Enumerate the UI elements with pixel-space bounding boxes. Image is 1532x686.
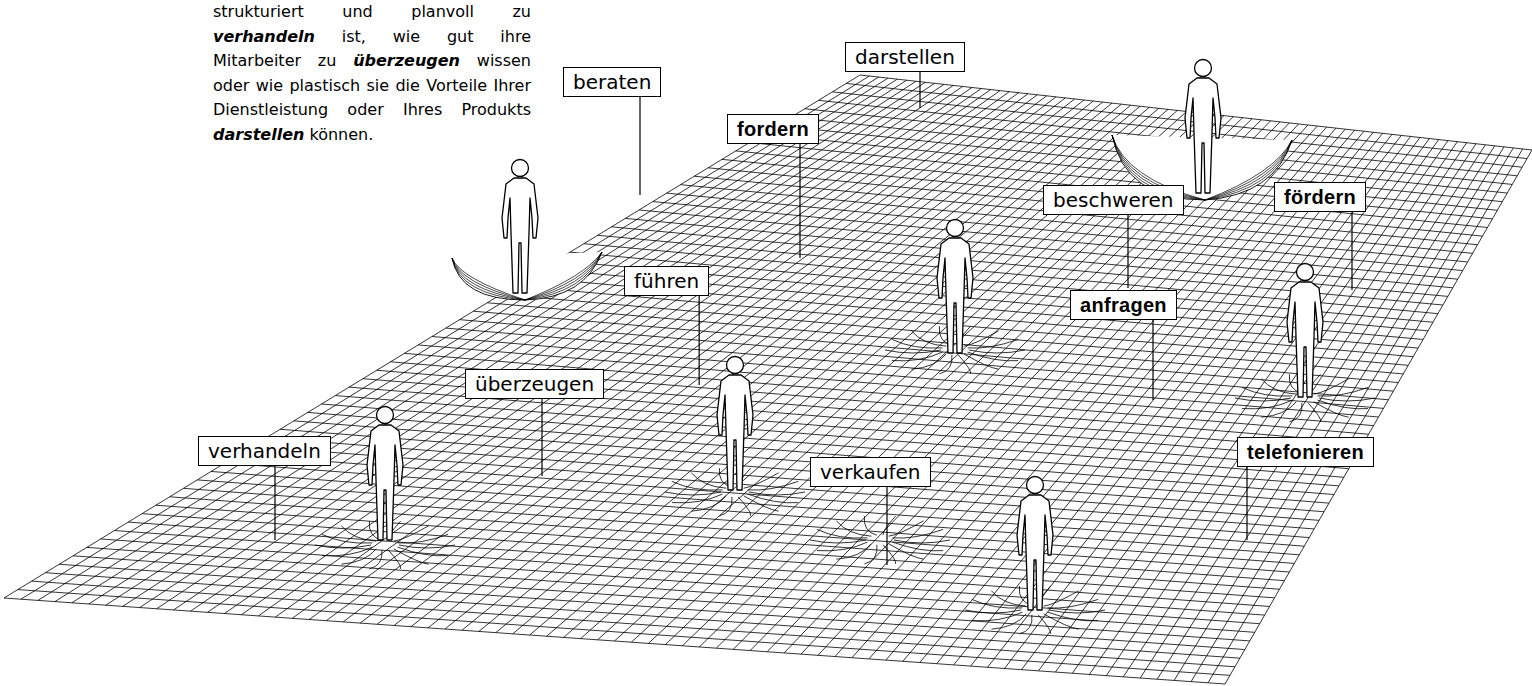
verb-box: telefonieren bbox=[1237, 437, 1374, 467]
person-figure bbox=[717, 357, 753, 491]
leader-line bbox=[274, 466, 275, 540]
person-figure bbox=[937, 220, 973, 354]
verb-label: anfragen bbox=[1080, 294, 1167, 316]
verb-label: überzeugen bbox=[475, 372, 594, 396]
verb-label: führen bbox=[634, 269, 699, 293]
leader-line bbox=[1246, 467, 1247, 540]
leader-line bbox=[886, 487, 887, 565]
verb-label: fördern bbox=[1284, 186, 1356, 208]
verb-box: verkaufen bbox=[810, 457, 931, 487]
intro-text: strukturiert und planvoll zu verhandeln … bbox=[213, 0, 531, 147]
verb-label: beraten bbox=[573, 70, 651, 94]
leader-line bbox=[1127, 215, 1128, 288]
leader-line bbox=[799, 144, 800, 258]
emphasis-word: überzeugen bbox=[353, 51, 460, 70]
leader-line bbox=[919, 72, 920, 108]
verb-box: beraten bbox=[563, 67, 661, 97]
verb-box: überzeugen bbox=[465, 369, 604, 399]
verb-label: beschweren bbox=[1053, 188, 1174, 212]
emphasis-word: verhandeln bbox=[213, 27, 315, 46]
verb-box: fördern bbox=[1274, 182, 1366, 212]
verb-box: führen bbox=[624, 266, 709, 296]
verb-label: telefonieren bbox=[1247, 441, 1364, 463]
verb-label: fordern bbox=[737, 118, 809, 140]
emphasis-word: darstellen bbox=[213, 125, 304, 144]
verb-label: verkaufen bbox=[820, 460, 921, 484]
verb-box: fordern bbox=[727, 114, 819, 144]
person-figure bbox=[1185, 60, 1221, 194]
body-text: können. bbox=[309, 125, 373, 144]
leader-line bbox=[699, 296, 700, 385]
person-figure bbox=[1017, 477, 1053, 611]
person-figure bbox=[1287, 264, 1323, 398]
body-text: strukturiert und planvoll zu bbox=[213, 2, 531, 21]
leader-line bbox=[1152, 320, 1153, 400]
verb-box: darstellen bbox=[845, 42, 965, 72]
person-figure bbox=[367, 407, 403, 541]
verb-box: anfragen bbox=[1070, 290, 1177, 320]
verb-box: verhandeln bbox=[198, 436, 331, 466]
leader-line bbox=[541, 399, 542, 476]
verb-label: darstellen bbox=[855, 45, 955, 69]
verb-label: verhandeln bbox=[208, 439, 321, 463]
person-figure bbox=[502, 160, 538, 294]
verb-box: beschweren bbox=[1043, 185, 1184, 215]
leader-line bbox=[1351, 212, 1352, 290]
leader-line bbox=[639, 97, 640, 195]
